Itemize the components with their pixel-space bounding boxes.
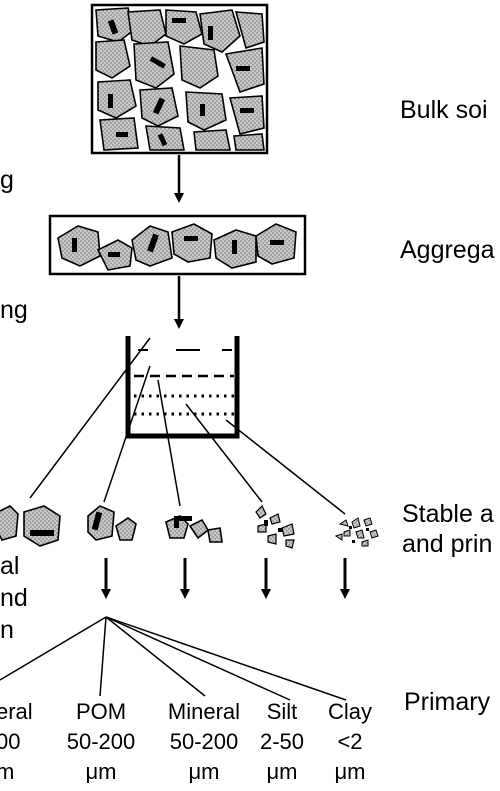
stable-aggregate-fractions <box>0 504 379 549</box>
fraction-name: Silt <box>266 699 298 724</box>
fraction-down-arrows <box>101 558 350 599</box>
step-label-left-1: g <box>0 166 14 194</box>
fraction-range: 50-200 <box>169 729 239 754</box>
left-cut-label-line3: n <box>0 616 14 644</box>
bulk-soil-label: Bulk soi <box>400 96 488 124</box>
sieving-beaker <box>125 336 240 439</box>
fraction-unit: μm <box>334 759 366 784</box>
primary-fan-lines <box>0 616 347 701</box>
fraction-range: 2-50 <box>259 729 305 754</box>
fraction-unit: m <box>0 759 15 784</box>
aggregates-box <box>48 214 307 276</box>
aggregates-label: Aggrega <box>400 236 495 264</box>
primary-particles-label: Primary <box>404 688 491 716</box>
fraction-range: 50-200 <box>66 729 136 754</box>
fraction-name: Clay <box>327 699 372 724</box>
fraction-name: POM <box>75 699 127 724</box>
fraction-range: 00 <box>0 729 21 754</box>
fraction-name: Mineral <box>167 699 241 724</box>
bulk-soil-box <box>90 3 269 155</box>
step-label-left-2: ng <box>0 296 28 324</box>
beaker-to-fraction-lines <box>29 337 346 515</box>
fraction-unit: μm <box>188 759 220 784</box>
stable-aggregates-label-line1: Stable a <box>402 500 494 528</box>
fraction-range: <2 <box>337 729 363 754</box>
fraction-unit: μm <box>85 759 117 784</box>
fraction-name: eral <box>0 699 33 724</box>
stable-aggregates-label-line2: and prin <box>402 530 493 558</box>
fraction-unit: μm <box>266 759 298 784</box>
left-cut-label-line2: nd <box>0 584 28 612</box>
left-cut-label-line1: al <box>0 552 20 580</box>
